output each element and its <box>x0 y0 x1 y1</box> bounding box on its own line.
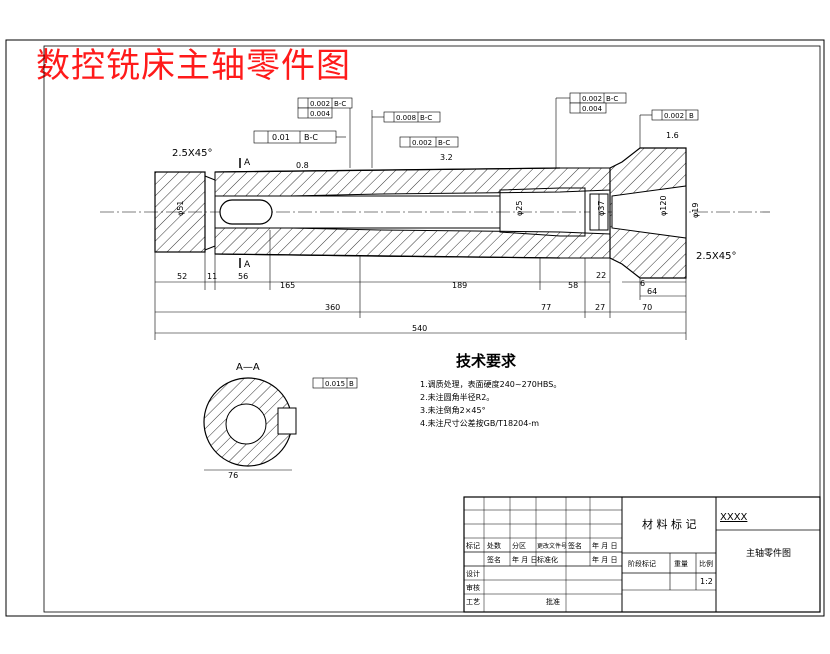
tb-label-2: 分区 <box>512 541 526 550</box>
svg-text:B-C: B-C <box>606 95 618 103</box>
dim-22: 22 <box>596 271 606 280</box>
chamfer-right: 2.5X45° <box>696 251 736 262</box>
svg-text:0.015: 0.015 <box>325 380 345 388</box>
tech-requirements: 技术要求 1.调质处理，表面硬度240~270HBS。 2.未注圆角半径R2。 … <box>420 352 561 428</box>
dia-120: φ120 <box>659 195 668 216</box>
dim-540: 540 <box>412 324 427 333</box>
tech-req-1: 1.调质处理，表面硬度240~270HBS。 <box>420 379 561 389</box>
svg-text:0.002: 0.002 <box>310 100 330 108</box>
dia-25: φ25 <box>515 201 524 216</box>
tb-std: 标准化 <box>537 555 558 564</box>
svg-text:B-C: B-C <box>304 133 318 142</box>
drawing-title: 数控铣床主轴零件图 <box>36 46 351 86</box>
tb-scale: 1:2 <box>700 577 713 586</box>
gdt-frame-section: 0.015 B <box>312 377 358 389</box>
svg-text:B-C: B-C <box>420 114 432 122</box>
tech-req-2: 2.未注圆角半径R2。 <box>420 392 494 402</box>
gdt-frame-3: 0.01 B-C <box>253 130 346 144</box>
section-view: A—A 76 <box>203 362 297 480</box>
roughness-32: 3.2 <box>440 153 453 162</box>
tb-code: XXXX <box>720 512 748 523</box>
tb-part-name: 主轴零件图 <box>746 547 791 559</box>
tech-req-3: 3.未注倒角2×45° <box>420 405 486 415</box>
tb-scale-label: 比例 <box>699 559 713 568</box>
svg-text:B: B <box>689 112 694 120</box>
svg-text:B-C: B-C <box>334 100 346 108</box>
tb-design: 设计 <box>466 569 480 578</box>
dim-360: 360 <box>325 303 340 312</box>
gdt-frame-1: 0.002 B-C 0.004 <box>297 97 353 168</box>
svg-text:B: B <box>349 380 354 388</box>
tech-req-heading: 技术要求 <box>456 352 517 370</box>
tb-ymd-1: 年 月 日 <box>512 555 537 564</box>
tb-label-0: 标记 <box>466 541 480 550</box>
svg-text:0.002: 0.002 <box>412 139 432 147</box>
dim-58: 58 <box>568 281 578 290</box>
dim-64: 64 <box>647 287 657 296</box>
dim-52: 52 <box>177 272 187 281</box>
gdt-frame-2: 0.008 B-C <box>371 110 441 168</box>
inner-frame <box>43 45 821 613</box>
tb-label-3: 更改文件号 <box>537 542 567 550</box>
tech-req-4: 4.未注尺寸公差按GB/T18204-m <box>420 418 539 428</box>
outer-frame <box>5 39 825 617</box>
dim-165: 165 <box>280 281 295 290</box>
dim-70: 70 <box>642 303 652 312</box>
gdt-frame-4: 0.002 B-C <box>399 136 459 148</box>
dim-6: 6 <box>640 279 645 288</box>
tb-label-1: 处数 <box>487 541 501 550</box>
gdt-frame-5: 0.002 B-C 0.004 <box>555 92 627 168</box>
tb-label-5: 年 月 日 <box>592 541 617 550</box>
dia-51: φ51 <box>176 201 185 216</box>
dim-189: 189 <box>452 281 467 290</box>
tb-ymd-2: 年 月 日 <box>592 555 617 564</box>
gdt-frame-6: 0.002 B <box>639 109 699 148</box>
tb-material: 材 料 标 记 <box>642 517 697 531</box>
svg-text:0.002: 0.002 <box>582 95 602 103</box>
dim-77: 77 <box>541 303 551 312</box>
dia-19: φ19 <box>691 203 700 218</box>
svg-text:0.002: 0.002 <box>664 112 684 120</box>
svg-text:0.01: 0.01 <box>272 133 290 142</box>
tb-label-4: 签名 <box>568 541 582 550</box>
svg-text:B-C: B-C <box>438 139 450 147</box>
dim-56: 56 <box>238 272 248 281</box>
shaft-body <box>154 147 687 279</box>
tb-approve: 批准 <box>546 597 560 606</box>
tb-reviewer: 审核 <box>466 583 480 592</box>
chamfer-left: 2.5X45° <box>172 148 212 159</box>
tb-stage: 阶段标记 <box>628 559 656 568</box>
svg-text:0.004: 0.004 <box>310 110 331 118</box>
section-mark-bottom: A <box>244 260 251 270</box>
title-block <box>463 496 821 613</box>
roughness-08: 0.8 <box>296 161 309 170</box>
section-mark-top: A <box>244 158 251 168</box>
tb-process: 工艺 <box>466 598 480 606</box>
dia-37: φ37 <box>597 201 606 216</box>
dimension-lines <box>154 230 687 340</box>
dim-76: 76 <box>228 471 238 480</box>
svg-text:0.008: 0.008 <box>396 114 416 122</box>
section-label: A—A <box>236 362 260 373</box>
dim-11: 11 <box>207 272 217 281</box>
svg-text:0.004: 0.004 <box>582 105 603 113</box>
roughness-16: 1.6 <box>666 131 679 140</box>
tb-sign: 签名 <box>487 555 501 564</box>
dim-27: 27 <box>595 303 605 312</box>
tb-weight: 重量 <box>674 560 688 568</box>
